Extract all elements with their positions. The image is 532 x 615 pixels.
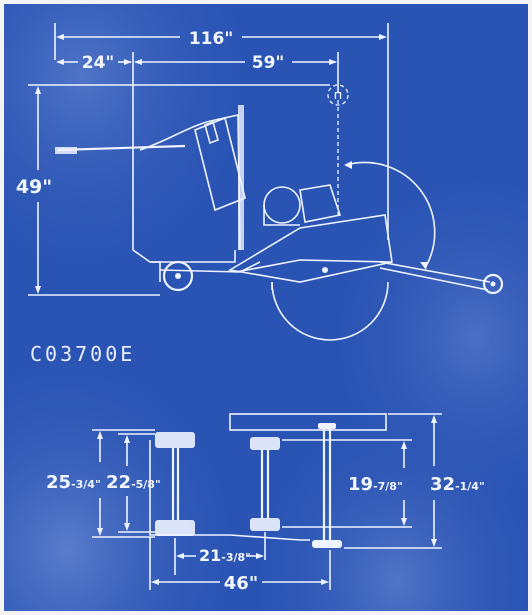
dimension-line-25 — [92, 429, 155, 538]
dimension-line-49 — [28, 84, 330, 296]
dimension-line-32 — [344, 413, 442, 549]
front-axle — [250, 437, 280, 531]
dimension-116-label: 116" — [189, 29, 233, 49]
pointer-arm — [312, 423, 342, 548]
dimension-line-46 — [149, 537, 331, 590]
dimension-32-label: 32-1/4" — [430, 474, 485, 495]
dimension-22-label: 22-5/8" — [106, 472, 161, 493]
dimension-line-19 — [282, 439, 412, 528]
rear-axle — [155, 432, 195, 536]
top-view: 25-3/4" 22-5/8" 19-7/8" — [46, 413, 485, 594]
dimension-59-label: 59" — [252, 53, 285, 73]
dimension-25-label: 25-3/4" — [46, 472, 101, 493]
dimension-21-label: 21-3/8" — [199, 546, 251, 565]
dimension-49-label: 49" — [16, 176, 52, 198]
model-code: C03700E — [30, 342, 135, 366]
dimension-46-label: 46" — [224, 573, 258, 594]
dimension-line-116 — [54, 23, 389, 240]
dimension-24-label: 24" — [82, 53, 115, 73]
dimension-line-22 — [118, 433, 155, 533]
dimension-line-24-59 — [56, 52, 339, 150]
side-view: 116" 24" 59" 49" — [16, 23, 504, 341]
svg-text:⊓: ⊓ — [334, 89, 343, 102]
dimension-19-label: 19-7/8" — [348, 474, 403, 495]
dimension-line-21 — [174, 532, 266, 575]
blade-guard-outline — [229, 413, 387, 431]
saw-side-profile: ⊓ — [55, 84, 504, 341]
